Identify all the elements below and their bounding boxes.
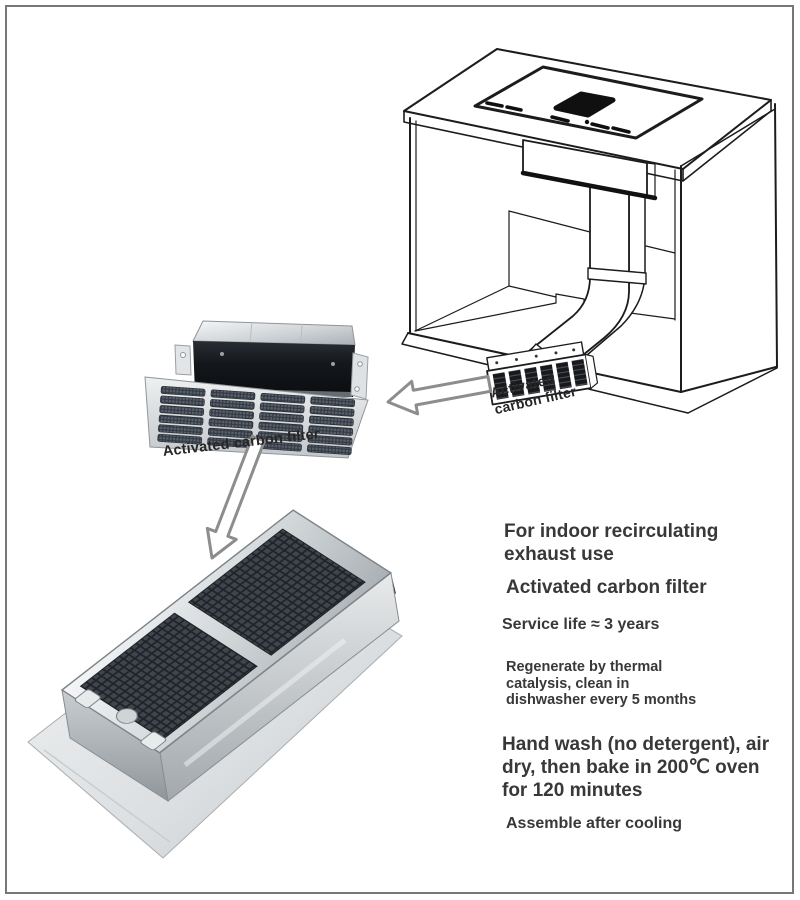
filter-slot-grid	[157, 386, 356, 456]
grille-slats	[492, 358, 588, 400]
filter-top-face	[60, 509, 392, 754]
carbon-filter-photo-small	[144, 320, 369, 459]
info-regeneration: Regenerate by thermal catalysis, clean i…	[506, 659, 696, 709]
info-assemble: Assemble after cooling	[506, 814, 682, 833]
arrow-left-icon	[386, 375, 493, 416]
latch-tab	[74, 689, 101, 708]
info-line: dry, then bake in 200℃ oven	[502, 757, 760, 778]
arrow-down-icon	[205, 434, 266, 560]
info-service-life: Service life ≈ 3 years	[502, 615, 659, 634]
cooktop-vent	[553, 91, 616, 118]
cooktop-control-dot	[584, 119, 590, 125]
info-line: Service life ≈ 3 years	[502, 616, 660, 633]
filter-housing-opening	[193, 341, 355, 397]
info-line: Assemble after cooling	[506, 815, 683, 832]
info-line: catalysis, clean in	[506, 675, 630, 692]
info-line: Activated carbon filter	[506, 577, 707, 598]
frame-notch	[115, 708, 138, 724]
carbon-filter-photo-large	[27, 509, 403, 859]
info-line: exhaust use	[504, 544, 614, 565]
duct-grille	[486, 341, 599, 406]
info-line: Regenerate by thermal	[506, 659, 663, 675]
mount-flange-right	[350, 352, 369, 400]
info-line: dishwasher every 5 months	[506, 692, 697, 708]
info-line: Hand wash (no detergent), air	[502, 734, 770, 755]
info-use-case: For indoor recirculating exhaust use	[504, 520, 718, 566]
info-line: for 120 minutes	[502, 780, 643, 801]
info-product-name: Activated carbon filter	[506, 576, 707, 599]
mount-flange-left	[174, 344, 192, 376]
info-wash-instructions: Hand wash (no detergent), air dry, then …	[502, 733, 769, 802]
cooktop-controls	[485, 101, 631, 134]
latch-tab	[140, 731, 167, 751]
cabinet-drawing	[401, 48, 778, 414]
carbon-panel-far	[187, 528, 366, 656]
info-line: For indoor recirculating	[504, 521, 719, 542]
